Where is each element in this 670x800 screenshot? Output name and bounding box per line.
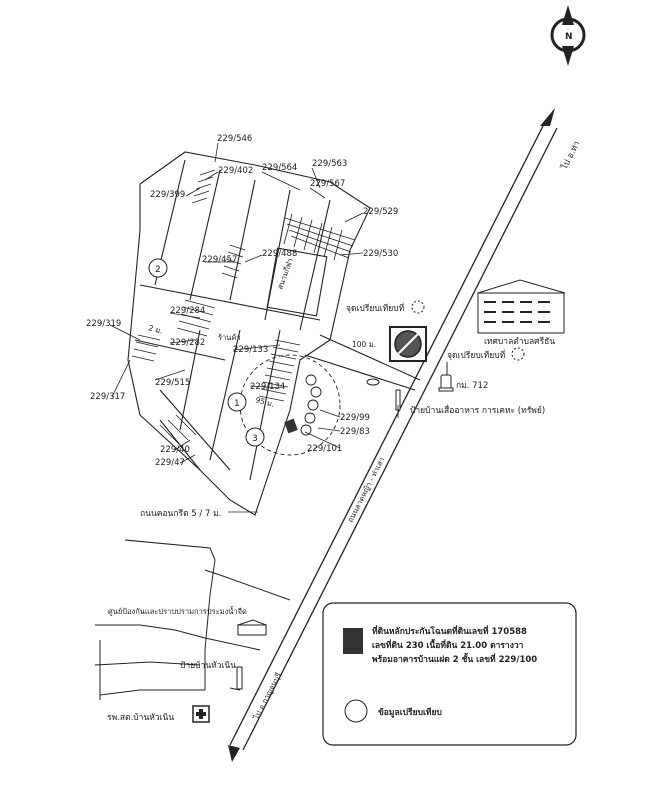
zone-number-2: 2 <box>155 265 161 275</box>
support-center-label: ศูนย์ป้องกันและปราบปรามการประมงน้ำจืด <box>108 606 247 616</box>
north-label: N <box>565 32 573 42</box>
compare-point-icon <box>411 300 425 314</box>
plot-label: 229/47 <box>155 458 185 468</box>
numbered-zone-markers <box>148 258 265 447</box>
compare-point-label-right: จุดเปรียบเทียบที่ <box>447 349 506 361</box>
arrow-south-icon <box>228 745 240 762</box>
support-center-building-icon <box>236 619 268 636</box>
legend-comparable-label: ข้อมูลเปรียบเทียบ <box>378 707 442 718</box>
plot-label: 229/564 <box>262 163 297 173</box>
plot-label: 229/546 <box>217 134 252 144</box>
concrete-road-name: ถนนคอนกรีต 5 / 7 ม. <box>140 508 221 519</box>
plot-label: 229/284 <box>170 306 205 316</box>
house-rows <box>131 169 356 446</box>
plot-label: 229/40 <box>160 445 190 455</box>
municipality-label: เทศบาลตำบลศรีธัน <box>484 336 555 347</box>
prohibited-sign-icon <box>389 326 427 362</box>
plot-label: 229/530 <box>363 249 398 259</box>
plot-label: 229/101 <box>307 444 342 454</box>
plot-label: 229/563 <box>312 159 347 169</box>
bus-stop-label: ป้ายบ้านเสื่ออาหาร การเคหะ (ทรัพย์) <box>410 404 545 416</box>
main-road <box>229 121 558 751</box>
compare-point-icon <box>511 347 525 361</box>
plot-label: 229/457 <box>202 255 237 265</box>
plot-label: 229/134 <box>250 382 285 392</box>
zone-number-3: 3 <box>252 434 258 444</box>
km-marker-label: กม. 712 <box>456 381 488 391</box>
legend-box <box>322 602 577 746</box>
shop-label: ร้านค้า <box>218 333 241 342</box>
legend-subject-line3: พร้อมอาคารบ้านแฝด 2 ชั้น เลขที่ 229/100 <box>372 652 537 665</box>
plot-label: 229/488 <box>262 249 297 259</box>
subject-parcel-marker <box>284 418 298 434</box>
legend-subject-line1: ที่ดินหลักประกันโฉนดที่ดินเลขที่ 170588 <box>372 624 527 637</box>
hospital-label: รพ.สต.บ้านหัวเนิน <box>107 712 174 723</box>
plot-label: 229/319 <box>86 319 121 329</box>
village-sign-label: ป้ายบ้านหัวเนิน <box>180 660 236 671</box>
arrow-north-icon <box>540 108 555 126</box>
plot-label: 229/529 <box>363 207 398 217</box>
plot-label: 229/83 <box>340 427 370 437</box>
village-block <box>127 151 421 516</box>
house-icon <box>366 378 380 386</box>
zone-number-1: 1 <box>234 399 240 409</box>
hospital-cross-icon <box>192 705 210 723</box>
lower-area-lanes <box>94 539 291 700</box>
plot-label: 229/399 <box>150 190 185 200</box>
municipality-building-icon <box>477 279 566 334</box>
plot-label: 229/317 <box>90 392 125 402</box>
north-arrow-icon: N <box>550 5 586 66</box>
km-marker-icon <box>438 374 454 392</box>
legend-subject-swatch <box>343 628 363 654</box>
distance-label-2m: 2 ม. <box>147 323 163 335</box>
distance-label-100m: 100 ม. <box>352 340 376 349</box>
compare-point-label-top: จุดเปรียบเทียบที่ <box>346 302 405 314</box>
plot-label: 229/402 <box>218 166 253 176</box>
plot-label: 229/133 <box>233 345 268 355</box>
plot-label: 229/515 <box>155 378 190 388</box>
plot-label: 229/282 <box>170 338 205 348</box>
plot-label: 229/99 <box>340 413 370 423</box>
legend-comparable-swatch <box>344 699 368 723</box>
village-sign-icon <box>236 666 243 690</box>
plot-label-leaders <box>109 142 364 464</box>
legend-subject-line2: เลขที่ดิน 230 เนื้อที่ดิน 21.00 ตารางวา <box>372 638 524 651</box>
plot-label: 229/567 <box>310 179 345 189</box>
